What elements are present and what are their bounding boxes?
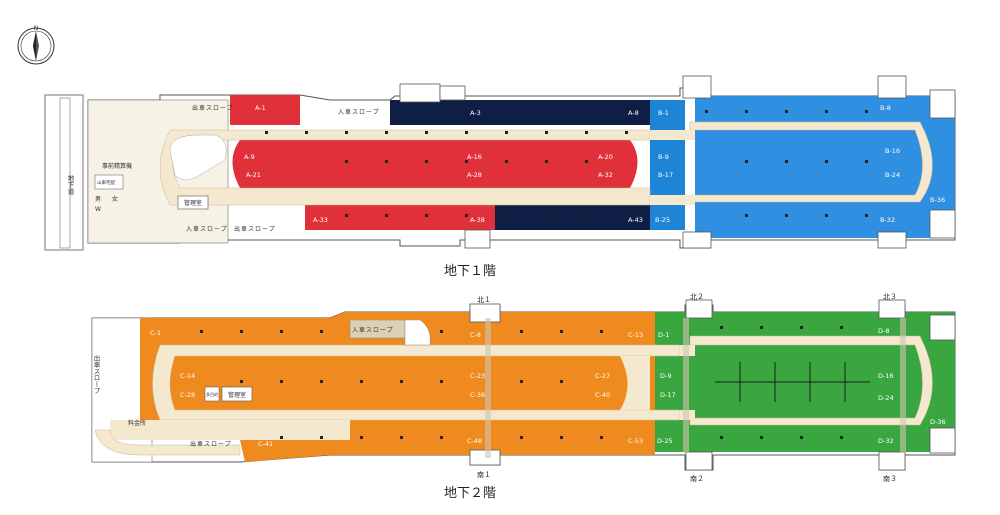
- zone-B-32: B-32: [880, 216, 895, 224]
- b2-zone-labels: C-1 C-8 C-13 C-14 C-23 C-27 C-28 C-36 C-…: [150, 327, 946, 448]
- zone-C-36: C-36: [470, 391, 485, 399]
- b2-control-room: 管理室: [228, 391, 246, 399]
- zone-D-36: D-36: [930, 418, 946, 426]
- floor-b1: 地下道: [44, 75, 956, 279]
- zone-D-32: D-32: [878, 437, 894, 445]
- zone-A-33: A-33: [313, 216, 328, 224]
- toll-booth-label: 料金所: [128, 419, 146, 427]
- zone-D-16: D-16: [878, 372, 894, 380]
- b2-restroom: 多目的: [206, 391, 218, 397]
- zone-A-9: A-9: [244, 153, 255, 161]
- b1-zone-labels: A-1 A-3 A-8 A-9 A-16 A-20 A-21 A-28 A-32…: [244, 104, 945, 224]
- zone-A-28: A-28: [467, 171, 482, 179]
- b1-exit-ramp-top: 出車スロープ: [192, 104, 234, 112]
- exit-north-2: 北２: [690, 293, 704, 301]
- zone-B-25: B-25: [655, 216, 670, 224]
- b2-exit-ramp-left: 出車スロープ: [92, 354, 100, 395]
- zone-D-8: D-8: [878, 327, 890, 335]
- zone-C-48: C-48: [467, 437, 482, 445]
- exit-south-3: 南３: [883, 474, 897, 483]
- b1-entry-ramp-top: 入車スロープ: [338, 108, 380, 116]
- zone-B-9: B-9: [658, 153, 669, 161]
- zone-C-27: C-27: [595, 372, 610, 380]
- zone-C-1: C-1: [150, 329, 161, 337]
- restroom-women: 女: [112, 195, 118, 203]
- exit-north-1: 北１: [477, 296, 491, 304]
- zone-C-41: C-41: [258, 440, 273, 448]
- exit-south-1: 南１: [477, 470, 491, 479]
- zone-C-23: C-23: [470, 372, 485, 380]
- zone-C-28: C-28: [180, 391, 195, 399]
- zone-B-24: B-24: [885, 171, 900, 179]
- compass-north-label: N: [34, 25, 39, 32]
- zone-B-17: B-17: [658, 171, 673, 179]
- zone-A-43: A-43: [628, 216, 643, 224]
- exit-north-3: 北３: [883, 293, 897, 301]
- b1-columns: [265, 110, 868, 217]
- restroom-wc: W: [95, 206, 101, 213]
- b2-green-structure: [715, 362, 870, 402]
- b2-exit-ramp-bottom: 出車スロープ: [190, 440, 232, 448]
- zone-D-25: D-25: [657, 437, 673, 445]
- b1-control-room: 管理室: [184, 199, 202, 207]
- floor-b2: 入車スロープ 出車スロープ 出車スロープ 管理室 多目的 料金所 C-1 C-8…: [91, 293, 956, 501]
- compass-rose-icon: N: [17, 25, 55, 65]
- zone-B-8: B-8: [880, 104, 891, 112]
- zone-C-53: C-53: [628, 437, 643, 445]
- zone-C-14: C-14: [180, 372, 195, 380]
- zone-D-9: D-9: [660, 372, 672, 380]
- b1-entry-ramp-bottom: 入車スロープ: [186, 225, 228, 233]
- zone-A-32: A-32: [598, 171, 613, 179]
- underpass-label: 地下道: [66, 174, 74, 196]
- zone-B-36: B-36: [930, 196, 945, 204]
- payment-machine-label: 事前精算機: [102, 162, 132, 170]
- zone-A-8: A-8: [628, 109, 639, 117]
- zone-D-1: D-1: [658, 331, 670, 339]
- zone-A-21: A-21: [246, 171, 261, 179]
- zone-B-16: B-16: [885, 147, 900, 155]
- zone-A-20: A-20: [598, 153, 613, 161]
- b2-entry-ramp: 入車スロープ: [352, 326, 394, 334]
- zone-C-13: C-13: [628, 331, 643, 339]
- zone-A-16: A-16: [467, 153, 482, 161]
- b2-floor-title: 地下２階: [444, 486, 496, 501]
- exit-south-2: 南２: [690, 474, 704, 483]
- zone-A-1: A-1: [255, 104, 266, 112]
- b1-floor-title: 地下１階: [444, 264, 496, 279]
- zone-D-24: D-24: [878, 394, 894, 402]
- zone-C-40: C-40: [595, 391, 610, 399]
- restroom-men: 男: [95, 196, 101, 203]
- b2-columns: [200, 326, 843, 439]
- zone-B-1: B-1: [658, 109, 669, 117]
- b1-small-room: 山車宅配: [97, 179, 115, 186]
- zone-D-17: D-17: [660, 391, 676, 399]
- zone-A-38: A-38: [470, 216, 485, 224]
- b1-exit-ramp-bottom: 出車スロープ: [234, 225, 276, 233]
- zone-C-8: C-8: [470, 331, 481, 339]
- zone-A-3: A-3: [470, 109, 481, 117]
